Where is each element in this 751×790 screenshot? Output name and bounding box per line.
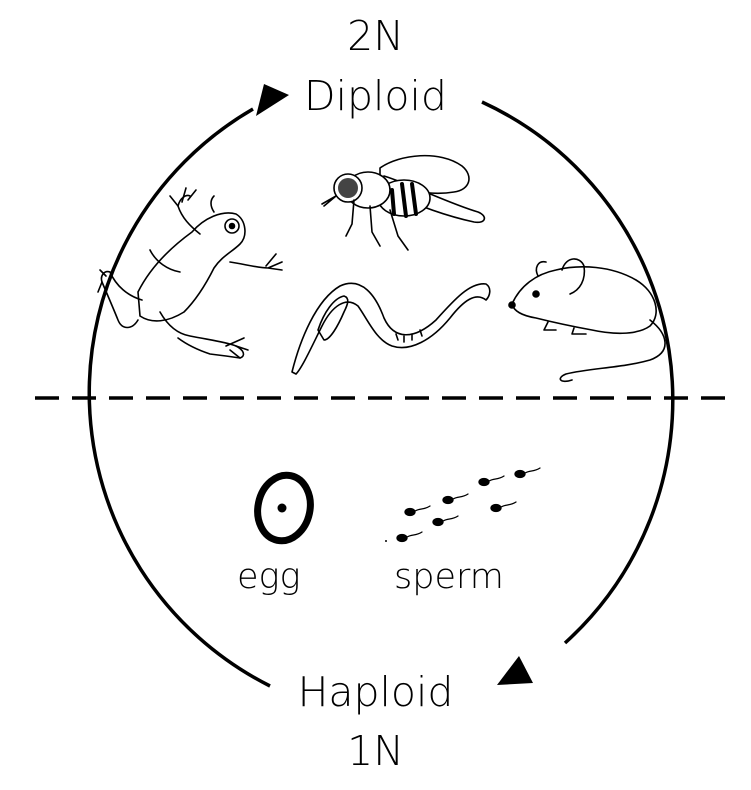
- egg-icon: [254, 471, 314, 545]
- haploid-phase-label: Haploid: [297, 668, 454, 716]
- arrowhead-top-icon: [256, 84, 289, 116]
- cycle-arc-left: [87, 107, 271, 688]
- cycle-arc-right: [481, 100, 675, 645]
- worm-icon: [291, 282, 491, 375]
- frog-icon: [97, 187, 283, 359]
- diploid-ploidy-label: 2N: [347, 12, 404, 60]
- haploid-ploidy-label: 1N: [347, 727, 404, 775]
- cycle-circle: [87, 100, 675, 688]
- egg-label: egg: [237, 557, 301, 597]
- sperm-label: sperm: [394, 557, 504, 597]
- diploid-phase-label: Diploid: [304, 72, 447, 120]
- mouse-icon: [508, 258, 666, 383]
- sperm-icon: [385, 467, 541, 543]
- fly-icon: [321, 154, 486, 251]
- arrowhead-bottom-icon: [497, 656, 533, 685]
